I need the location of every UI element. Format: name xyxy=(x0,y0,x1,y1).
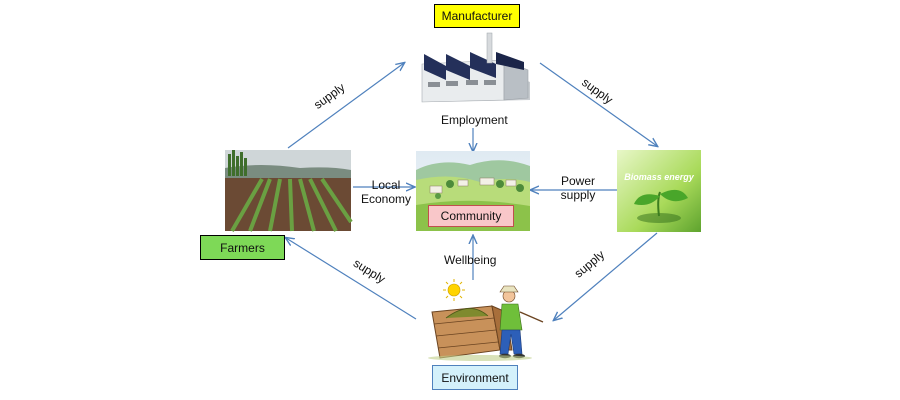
farmer-compost-image xyxy=(428,279,544,361)
sun-icon xyxy=(443,279,465,301)
manufacturer-node: Manufacturer xyxy=(434,4,520,28)
pineapple-field-image xyxy=(225,150,353,232)
edge-label-power-supply-line2: supply xyxy=(560,188,596,202)
arrow-environment-to-farmers xyxy=(286,238,417,320)
farmers-node: Farmers xyxy=(200,235,285,260)
community-node: Community xyxy=(428,205,514,227)
manufacturer-label: Manufacturer xyxy=(441,9,513,23)
arrow-biomass-to-environment xyxy=(554,232,658,320)
environment-label: Environment xyxy=(441,370,509,385)
community-label: Community xyxy=(440,209,502,223)
arrow-farmers-to-manufacturer xyxy=(287,63,404,149)
environment-node: Environment xyxy=(432,365,518,390)
farmers-label: Farmers xyxy=(220,240,265,255)
edge-label-local-economy-line1: Local xyxy=(371,178,401,192)
edge-label-power-supply-line1: Power xyxy=(560,174,595,188)
edge-label-employment: Employment xyxy=(441,113,508,127)
biomass-energy-image: Biomass energy xyxy=(617,150,701,232)
edge-label-wellbeing: Wellbeing xyxy=(444,253,497,267)
biomass-energy-text: Biomass energy xyxy=(624,172,695,182)
edge-label-local-economy: Local Economy xyxy=(358,178,414,206)
arrow-manufacturer-to-biomass xyxy=(539,62,657,146)
edge-label-local-economy-line2: Economy xyxy=(360,192,412,206)
factory-image xyxy=(421,32,530,103)
edge-label-power-supply: Power supply xyxy=(550,174,606,202)
